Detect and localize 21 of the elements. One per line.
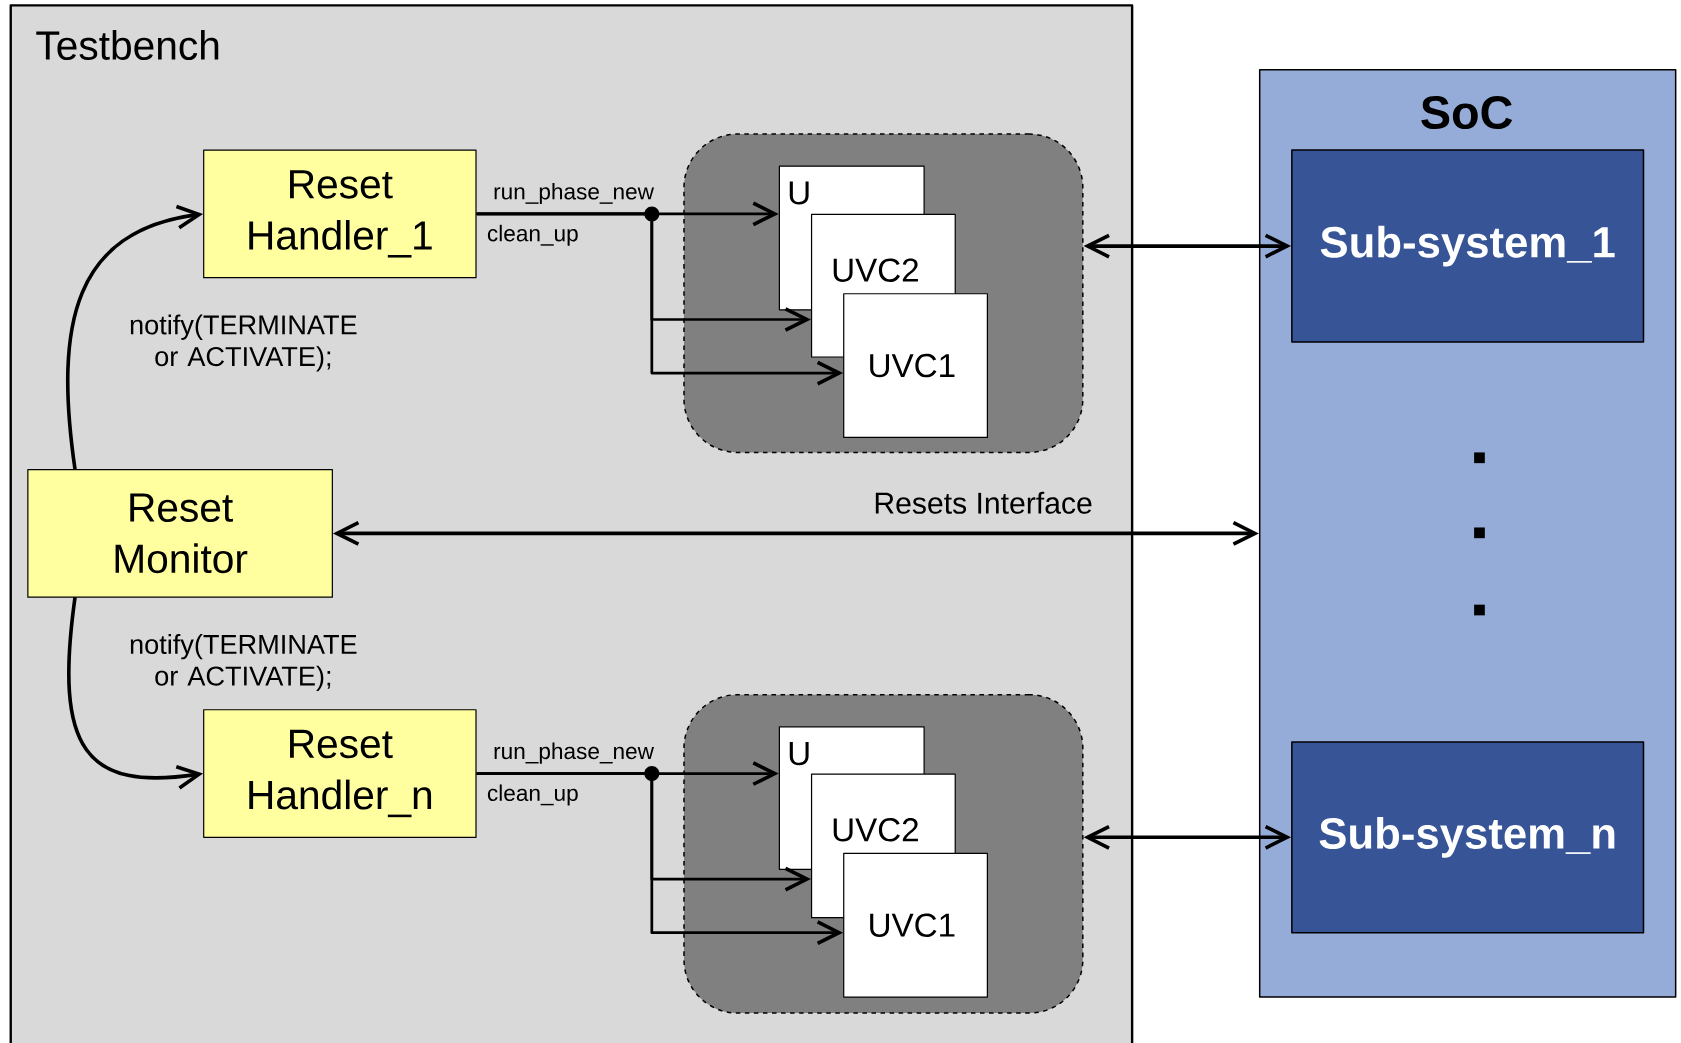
handler-box: Reset Handler_1 <box>203 149 477 279</box>
arrow <box>67 596 204 790</box>
edge-label: Resets Interface <box>875 491 1092 514</box>
subsystem-box: Sub-system_1 <box>1291 149 1645 343</box>
edge-label: run_phase_new <box>494 742 655 764</box>
arrow <box>1083 824 1292 850</box>
edge-label: clean_up <box>487 224 578 246</box>
uvc-box: UVC1 <box>843 852 988 998</box>
uvc-box: UVC1 <box>843 293 988 438</box>
arrow <box>332 521 1259 546</box>
subsystem-box: Sub-system_n <box>1291 741 1645 934</box>
edge-label: notify(TERMINATE or ACTIVATE); <box>130 634 357 691</box>
edge-label: clean_up <box>487 784 578 806</box>
arrow <box>66 204 204 470</box>
monitor-box: Reset Monitor <box>27 468 333 598</box>
handler-box: Reset Handler_n <box>203 709 477 838</box>
arrow <box>476 212 844 386</box>
arrow <box>476 772 844 945</box>
edge-label: notify(TERMINATE or ACTIVATE); <box>130 314 357 372</box>
edge-label: run_phase_new <box>494 182 655 204</box>
arrow <box>1083 233 1292 259</box>
